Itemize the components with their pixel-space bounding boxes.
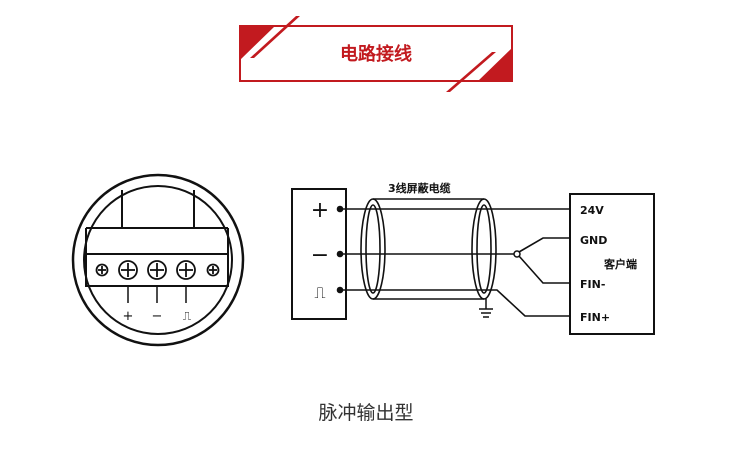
ground-icon <box>479 299 493 318</box>
cable-shield-right-inner <box>476 204 492 294</box>
cable-shield-left-outer <box>360 198 386 300</box>
sensor-symbol-plus: + <box>311 198 329 223</box>
screw-ground-right-icon <box>206 263 220 277</box>
screw-ground-left-icon <box>95 263 109 277</box>
wire-pulse <box>338 289 570 317</box>
meter-inner-ring <box>83 185 233 335</box>
title-stripes-left <box>240 16 300 60</box>
title-stripes-right <box>446 48 512 92</box>
wire-junction <box>513 250 521 258</box>
screw-pulse-icon <box>176 260 196 280</box>
title-banner: 电路接线 <box>239 16 513 92</box>
diagram-caption: 脉冲输出型 <box>318 402 413 424</box>
client-pin-gnd: GND <box>580 234 607 247</box>
title-frame <box>239 25 513 82</box>
section-title: 电路接线 <box>340 43 412 65</box>
sensor-symbol-pulse: ⎍ <box>314 283 325 302</box>
meter-label-plus: + <box>123 309 134 324</box>
wire-to-gnd <box>518 237 570 253</box>
screw-minus-icon <box>147 260 167 280</box>
meter-label-minus: − <box>152 309 163 324</box>
screw-plus-icon <box>118 260 138 280</box>
wire-to-fin-minus <box>518 255 570 284</box>
meter-outer-ring <box>71 173 245 347</box>
meter-label-pulse: ⎍ <box>183 309 192 323</box>
terminal-leads <box>127 286 187 303</box>
meter-top-slot <box>121 190 195 229</box>
client-pin-24v: 24V <box>580 204 604 217</box>
shielded-cable <box>360 198 497 300</box>
cable-shield-left-inner <box>365 204 381 294</box>
cable-label: 3线屏蔽电缆 <box>388 181 451 195</box>
client-pin-fin-minus: FIN- <box>580 278 605 291</box>
terminal-screws <box>95 260 220 280</box>
client-pin-fin-plus: FIN+ <box>580 311 610 324</box>
sensor-symbol-minus: − <box>311 243 329 268</box>
client-label: 客户端 <box>603 257 637 271</box>
client-box <box>569 193 655 335</box>
cable-shield-right-outer <box>471 198 497 300</box>
